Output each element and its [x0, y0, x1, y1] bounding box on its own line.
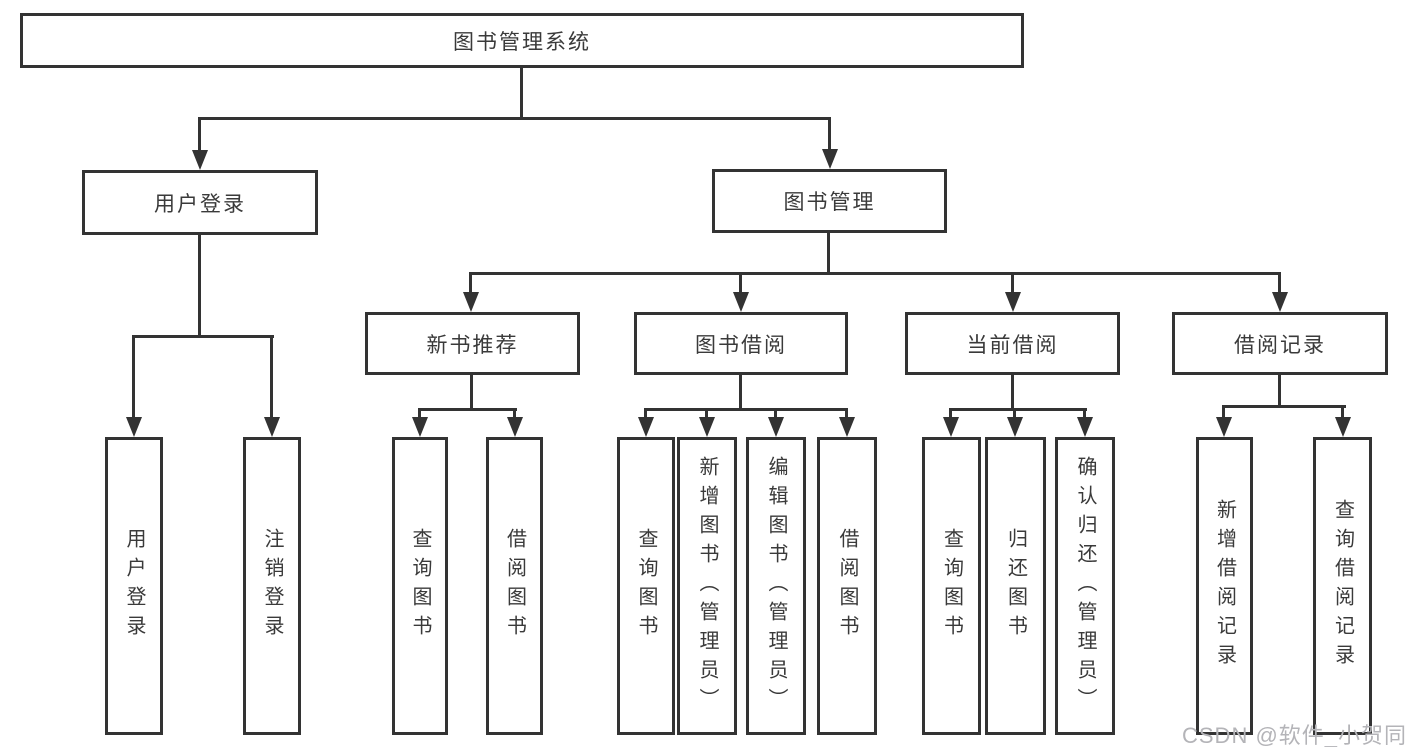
node-book-borrow: 图书借阅 — [634, 312, 848, 375]
node-book-management: 图书管理 — [712, 169, 947, 233]
arrow-down-icon — [1077, 417, 1093, 437]
leaf-logout: 注销登录 — [243, 437, 301, 735]
node-user-login: 用户登录 — [82, 170, 318, 235]
connector-arrow-stem — [1013, 408, 1016, 421]
connector-arrow-stem — [1278, 272, 1281, 294]
connector-borrow-record-branch — [1223, 405, 1346, 408]
connector-arrow-stem — [1341, 405, 1344, 421]
connector-arrow-stem — [1222, 405, 1225, 421]
arrow-down-icon — [264, 417, 280, 437]
node-root-library-system: 图书管理系统 — [20, 13, 1024, 68]
leaf-borrow-book-recommend: 借阅图书 — [486, 437, 543, 735]
leaf-query-book-borrow: 查询图书 — [617, 437, 675, 735]
arrow-down-icon — [839, 417, 855, 437]
connector-arrow-stem — [774, 408, 777, 421]
arrow-down-icon — [507, 417, 523, 437]
node-current-borrow: 当前借阅 — [905, 312, 1120, 375]
arrow-down-icon — [192, 150, 208, 170]
connector-arrow-stem — [132, 335, 135, 419]
connector-book-borrow-branch — [645, 408, 848, 411]
arrow-down-icon — [463, 292, 479, 312]
connector-arrow-stem — [828, 117, 831, 149]
leaf-query-borrow-record: 查询借阅记录 — [1313, 437, 1372, 735]
leaf-borrow-book: 借阅图书 — [817, 437, 877, 735]
connector-arrow-stem — [418, 408, 421, 421]
connector-arrow-stem — [270, 335, 273, 419]
arrow-down-icon — [1216, 417, 1232, 437]
arrow-down-icon — [1272, 292, 1288, 312]
leaf-query-book-recommend: 查询图书 — [392, 437, 448, 735]
leaf-confirm-return-admin: 确认归还（管理员） — [1055, 437, 1115, 735]
leaf-query-book-current: 查询图书 — [922, 437, 981, 735]
arrow-down-icon — [1007, 417, 1023, 437]
connector-arrow-stem — [705, 408, 708, 421]
leaf-edit-book-admin: 编辑图书（管理员） — [746, 437, 806, 735]
connector-arrow-stem — [198, 117, 201, 152]
connector-book-mgmt-branch — [469, 272, 1281, 275]
leaf-add-borrow-record: 新增借阅记录 — [1196, 437, 1253, 735]
leaf-user-login: 用户登录 — [105, 437, 163, 735]
arrow-down-icon — [1335, 417, 1351, 437]
connector-arrow-stem — [739, 272, 742, 294]
connector-current-borrow-branch — [950, 408, 1087, 411]
connector-book-borrow-stem — [739, 375, 742, 411]
connector-new-book-branch — [419, 408, 517, 411]
arrow-down-icon — [412, 417, 428, 437]
node-borrow-record: 借阅记录 — [1172, 312, 1388, 375]
node-new-book-recommend: 新书推荐 — [365, 312, 580, 375]
connector-arrow-stem — [644, 408, 647, 421]
connector-new-book-stem — [470, 375, 473, 411]
connector-arrow-stem — [949, 408, 952, 421]
arrow-down-icon — [943, 417, 959, 437]
connector-borrow-record-stem — [1278, 375, 1281, 408]
csdn-watermark: CSDN @软件_小贺同学 — [1182, 723, 1405, 747]
arrow-down-icon — [699, 417, 715, 437]
connector-arrow-stem — [513, 408, 516, 421]
arrow-down-icon — [1005, 292, 1021, 312]
connector-arrow-stem — [845, 408, 848, 421]
arrow-down-icon — [638, 417, 654, 437]
arrow-down-icon — [126, 417, 142, 437]
arrow-down-icon — [768, 417, 784, 437]
connector-book-mgmt-stem — [827, 233, 830, 275]
connector-root-stem — [520, 68, 523, 117]
connector-user-login-branch — [133, 335, 274, 338]
connector-user-login-stem — [198, 235, 201, 335]
connector-arrow-stem — [469, 272, 472, 294]
arrow-down-icon — [733, 292, 749, 312]
connector-current-borrow-stem — [1011, 375, 1014, 411]
connector-root-branch — [198, 117, 831, 120]
leaf-return-book: 归还图书 — [985, 437, 1046, 735]
arrow-down-icon — [822, 149, 838, 169]
leaf-add-book-admin: 新增图书（管理员） — [677, 437, 737, 735]
connector-arrow-stem — [1011, 272, 1014, 294]
connector-arrow-stem — [1083, 408, 1086, 421]
